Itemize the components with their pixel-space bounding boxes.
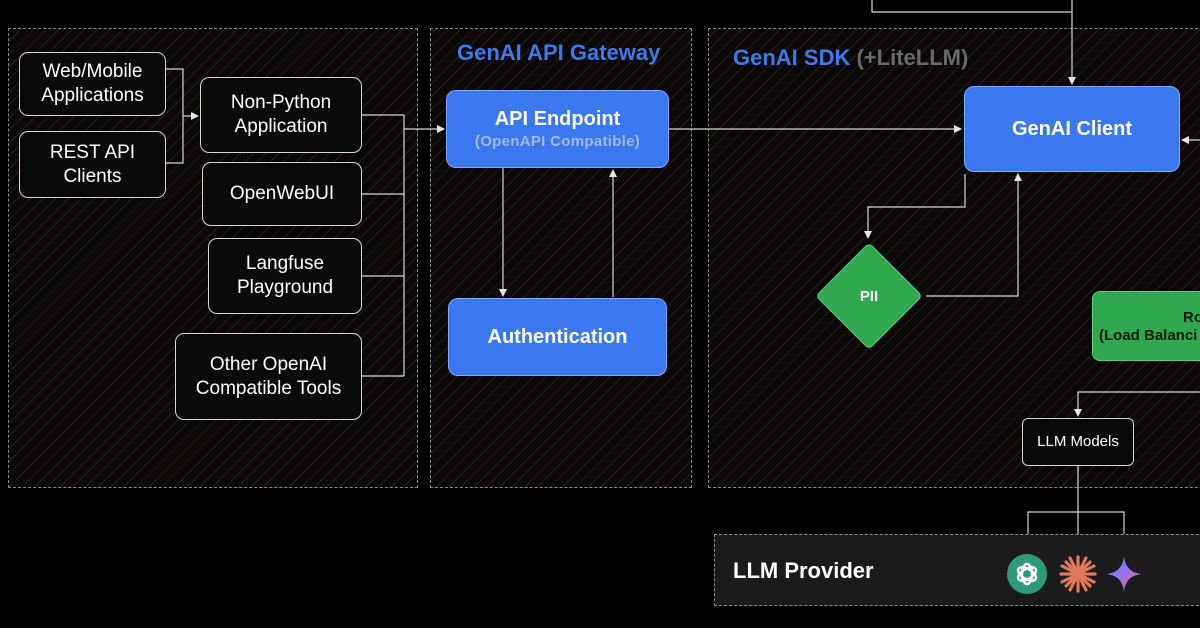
claude-icon: [1059, 555, 1097, 593]
llm-models-node: LLM Models: [1022, 418, 1134, 466]
llm-models-label: LLM Models: [1037, 433, 1119, 450]
non-python-line1: Non-Python: [230, 92, 332, 113]
llm-provider-title: LLM Provider: [733, 558, 874, 583]
openai-icon: [1007, 554, 1047, 594]
gemini-icon: [1106, 556, 1142, 592]
connector-client-to-pii: [864, 174, 966, 239]
authentication-label: Authentication: [487, 325, 628, 348]
router-label-line2: (Load Balanci: [1099, 327, 1198, 344]
connector-top-to-client: [871, 0, 1072, 13]
gateway-title: GenAI API Gateway: [457, 40, 661, 65]
sdk-title: GenAI SDK (+LiteLLM): [733, 45, 968, 71]
langfuse-line1: Langfuse: [245, 253, 325, 274]
sdk-region: [708, 28, 1200, 488]
pii-node: PII: [815, 242, 923, 350]
non-python-application-node: Non-Python Application: [200, 77, 362, 153]
other-openai-tools-node: Other OpenAI Compatible Tools: [175, 333, 362, 420]
web-mobile-line1: Web/Mobile: [42, 61, 143, 82]
genai-client-node: GenAI Client: [964, 86, 1180, 172]
llm-provider-region: LLM Provider: [714, 534, 1200, 606]
other-openai-line2: Compatible Tools: [195, 377, 342, 399]
other-openai-line1: Other OpenAI: [209, 353, 328, 375]
pii-label: PII: [859, 287, 879, 305]
api-endpoint-label: API Endpoint: [494, 108, 621, 130]
connector-pii-to-client: [926, 173, 1022, 297]
web-mobile-applications-node: Web/Mobile Applications: [19, 52, 166, 116]
openwebui-node: OpenWebUI: [202, 162, 362, 226]
router-label-line1: Ro: [1183, 309, 1200, 326]
web-mobile-line2: Applications: [41, 85, 144, 106]
authentication-node: Authentication: [448, 298, 667, 376]
router-node: Ro (Load Balanci: [1092, 291, 1200, 361]
openwebui-label: OpenWebUI: [229, 183, 335, 204]
connector-router-to-models: [1074, 391, 1200, 417]
genai-client-label: GenAI Client: [1011, 117, 1132, 140]
api-endpoint-sublabel: (OpenAPI Compatible): [474, 133, 641, 150]
langfuse-playground-node: Langfuse Playground: [208, 238, 362, 314]
sdk-title-suffix: (+LiteLLM): [856, 45, 969, 70]
langfuse-line2: Playground: [236, 277, 334, 298]
rest-api-line2: Clients: [63, 165, 122, 187]
non-python-line2: Application: [234, 116, 328, 137]
api-endpoint-node: API Endpoint (OpenAPI Compatible): [446, 90, 669, 168]
rest-api-line1: REST API: [49, 141, 136, 163]
connector-web: [166, 68, 184, 164]
sdk-title-main: GenAI SDK: [733, 45, 851, 70]
rest-api-clients-node: REST API Clients: [19, 131, 166, 198]
